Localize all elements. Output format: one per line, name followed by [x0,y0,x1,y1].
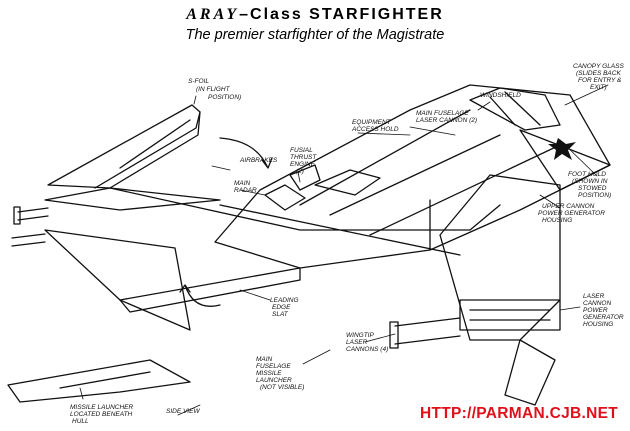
side-view-label: SIDE VIEW [166,408,200,415]
lower-wing-tip [504,339,556,406]
title-class-name: ARAY [186,6,240,23]
lower-fin-left [44,229,191,331]
upper-wingtip-cannons [13,206,49,225]
fuselage-panel-lines [299,109,561,251]
title-rest: –Class STARFIGHTER [239,6,444,23]
s-foil-upper-wing-detail [94,111,201,189]
page-title: ARAY–Class STARFIGHTER [0,6,630,24]
site-url: HTTP://PARMAN.CJB.NET [419,405,618,422]
fusial-thrust-engine [314,169,381,196]
leading-edge-slat [119,267,301,313]
insignia-icon [548,138,576,160]
windshield-label: WINDSHIELD [480,92,521,99]
airbrakes-label: AIRBRAKES [239,157,278,164]
s-foil-upper-wing [47,104,201,189]
side-view-sketch [7,359,191,403]
lower-wing [439,174,561,341]
canopy [469,87,561,131]
title-block: ARAY–Class STARFIGHTER The premier starf… [0,6,630,44]
canopy-frame [489,91,541,126]
s-foil-motion-arrow [219,137,273,169]
lower-wing-generator [459,299,561,331]
leader-lines [79,84,609,416]
lower-fin-left-cannons [11,233,46,247]
wing-root-strut [44,187,221,211]
page-subtitle: The premier starfighter of the Magistrat… [185,27,445,43]
airbrake-plates [264,164,321,211]
wing-motion-arrow [179,284,221,307]
lower-wingtip-cannons [389,317,461,349]
hull-spine [109,187,501,256]
